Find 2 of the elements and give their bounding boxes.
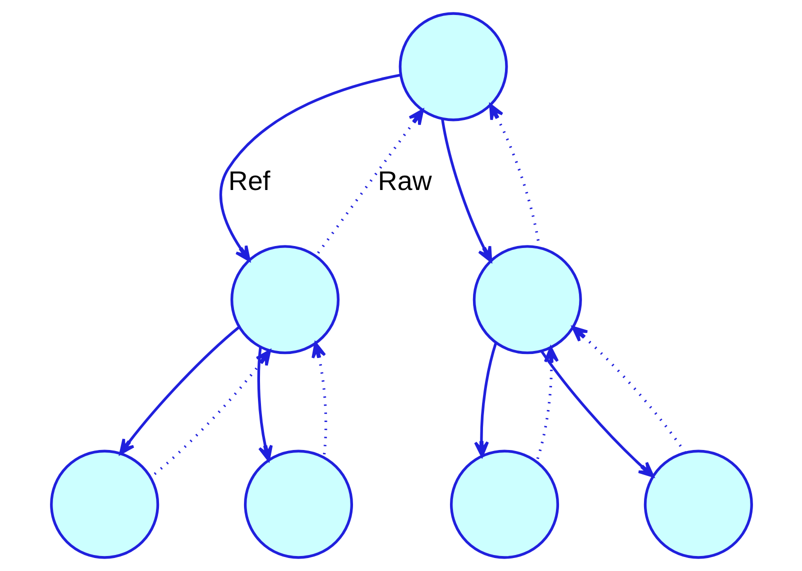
edge-label: Raw <box>377 166 432 196</box>
edge-label: Ref <box>228 166 270 196</box>
